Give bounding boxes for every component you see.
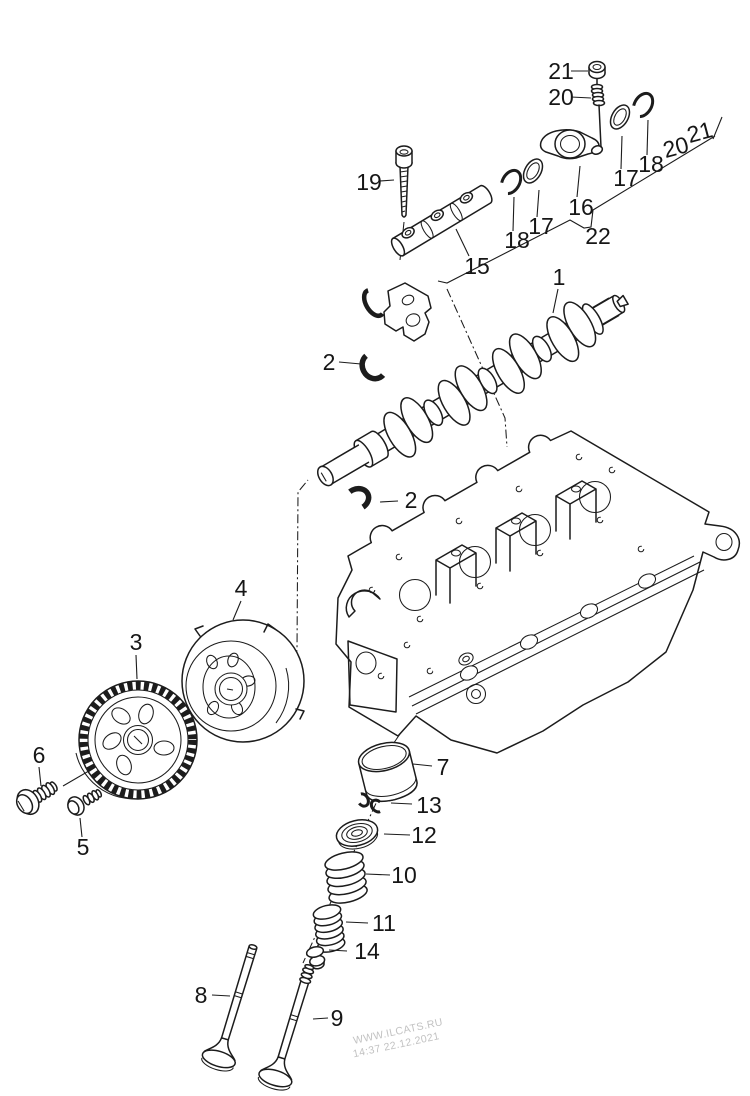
- callout-1[interactable]: 1: [553, 264, 566, 290]
- callout-15[interactable]: 15: [464, 253, 490, 279]
- callout-21b[interactable]: 21: [684, 116, 715, 148]
- bearing-shell-lower: [342, 485, 372, 513]
- valve-keepers: [356, 792, 385, 814]
- camshaft-bearing-cap: [361, 282, 432, 342]
- callout-3[interactable]: 3: [130, 629, 143, 655]
- valve-exhaust: [257, 963, 315, 1091]
- spring-retainer: [335, 819, 379, 850]
- callout-8[interactable]: 8: [195, 982, 208, 1008]
- callout-12[interactable]: 12: [411, 822, 437, 848]
- callout-2a[interactable]: 2: [323, 349, 336, 375]
- pulley-holes: [206, 652, 256, 716]
- retaining-clip-right: [631, 91, 655, 119]
- callout-11[interactable]: 11: [372, 910, 396, 936]
- callout-2b[interactable]: 2: [405, 487, 418, 513]
- thrust-ring-left: [522, 158, 544, 184]
- head-bearing-towers: [435, 480, 597, 604]
- group-bracket-22: [437, 116, 723, 284]
- adjusting-nut: [588, 60, 606, 80]
- callout-17a[interactable]: 17: [528, 213, 554, 239]
- cylinder-head: [335, 430, 741, 754]
- valve-intake: [201, 944, 258, 1072]
- watermark: WWW.ILCATS.RU 14:37 22.12.2021: [352, 1016, 444, 1060]
- callout-19[interactable]: 19: [356, 169, 382, 195]
- bucket-tappet: [357, 741, 418, 803]
- gear-bolt: [15, 781, 58, 816]
- callout-10[interactable]: 10: [391, 862, 417, 888]
- callout-20[interactable]: 20: [548, 84, 574, 110]
- retaining-clip-left: [499, 168, 523, 196]
- callout-labels: 1 2 2 3 4 5 6 7 8 9 10 11 12 13 14 15 16…: [33, 58, 716, 1031]
- callout-leaders: [38, 70, 649, 1020]
- callout-13[interactable]: 13: [416, 792, 442, 818]
- outer-valve-spring: [324, 851, 368, 904]
- shaft-bolt: [395, 145, 413, 218]
- vibration-damper-pulley: [181, 619, 305, 743]
- callout-17b[interactable]: 17: [613, 165, 639, 191]
- rocker-arm: [539, 128, 604, 160]
- small-bolt: [67, 789, 103, 816]
- callout-9[interactable]: 9: [331, 1005, 344, 1031]
- callout-18a[interactable]: 18: [504, 227, 530, 253]
- callout-21[interactable]: 21: [548, 58, 574, 84]
- callout-7[interactable]: 7: [437, 754, 450, 780]
- callout-16[interactable]: 16: [568, 194, 594, 220]
- head-lower-rail: [408, 555, 705, 715]
- gear-lightening-holes: [102, 703, 175, 776]
- callout-18b[interactable]: 18: [638, 151, 664, 177]
- callout-22[interactable]: 22: [585, 223, 611, 249]
- callout-5[interactable]: 5: [77, 834, 90, 860]
- thrust-ring-right: [609, 104, 631, 130]
- valve-stem-seal: [305, 945, 326, 970]
- rocker-shaft: [390, 184, 493, 257]
- callout-6[interactable]: 6: [33, 742, 46, 768]
- inner-valve-spring: [312, 904, 346, 953]
- head-bolt-hole-marks: [368, 453, 645, 680]
- adjusting-screw: [590, 77, 606, 148]
- bearing-shell-upper: [359, 350, 389, 382]
- callout-14[interactable]: 14: [354, 938, 380, 964]
- callout-4[interactable]: 4: [235, 575, 248, 601]
- head-front-plate: [347, 640, 487, 713]
- camshaft: [316, 294, 629, 487]
- camshaft-timing-gear: [75, 680, 198, 800]
